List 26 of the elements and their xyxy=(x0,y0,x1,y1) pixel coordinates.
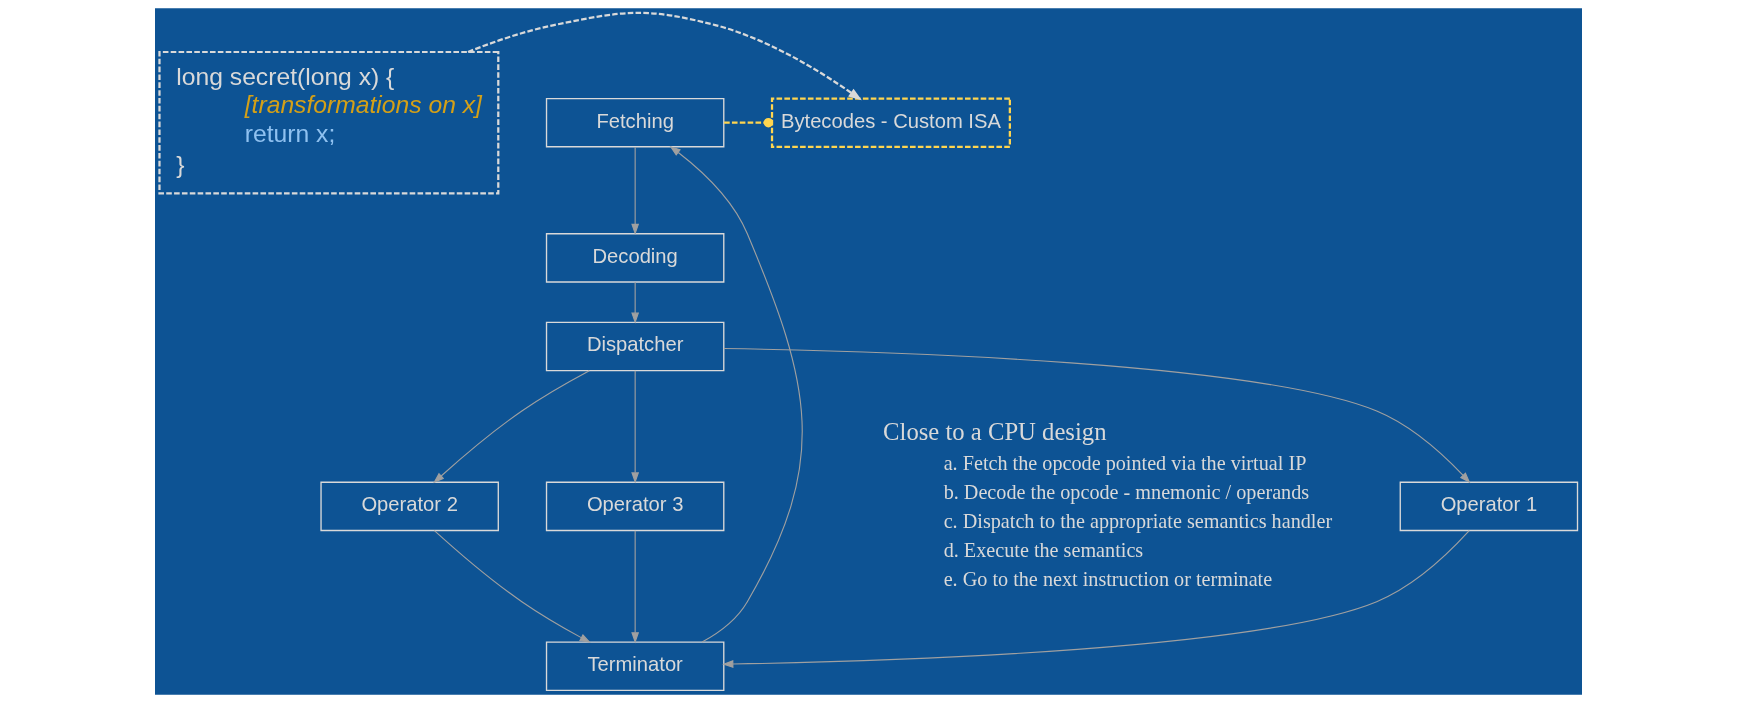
node-box: Bytecodes - Custom ISA xyxy=(770,97,1011,148)
arrow xyxy=(631,530,640,644)
node-box: long secret(long x) { [transformations on x] return x; } xyxy=(158,50,500,195)
connector xyxy=(724,117,774,128)
label: Close to a CPU design xyxy=(883,417,1107,445)
arrow xyxy=(433,530,591,643)
node-box: Operator 3 xyxy=(545,481,725,532)
arrow xyxy=(669,145,803,643)
node-box: Decoding xyxy=(545,233,725,283)
node-box: Terminator xyxy=(545,641,725,691)
node-box: Fetching xyxy=(545,97,725,148)
label: c. Dispatch to the appropriate semantics handler xyxy=(943,510,1333,533)
arrow xyxy=(723,347,1471,484)
label: a. Fetch the opcode pointed via the virtual IP xyxy=(943,451,1307,474)
node-box: Operator 1 xyxy=(1399,481,1579,532)
label: d. Execute the semantics xyxy=(943,539,1144,562)
arrow xyxy=(631,146,640,236)
arrow xyxy=(722,530,1470,668)
node-box: Dispatcher xyxy=(545,321,725,372)
arrow xyxy=(467,11,862,101)
label: b. Decode the opcode - mnemonic / operands xyxy=(943,480,1310,503)
arrow xyxy=(433,370,590,484)
label: e. Go to the next instruction or terminate xyxy=(943,568,1273,591)
node-box: Operator 2 xyxy=(320,481,499,532)
arrow xyxy=(631,281,640,324)
arrow xyxy=(631,370,640,484)
